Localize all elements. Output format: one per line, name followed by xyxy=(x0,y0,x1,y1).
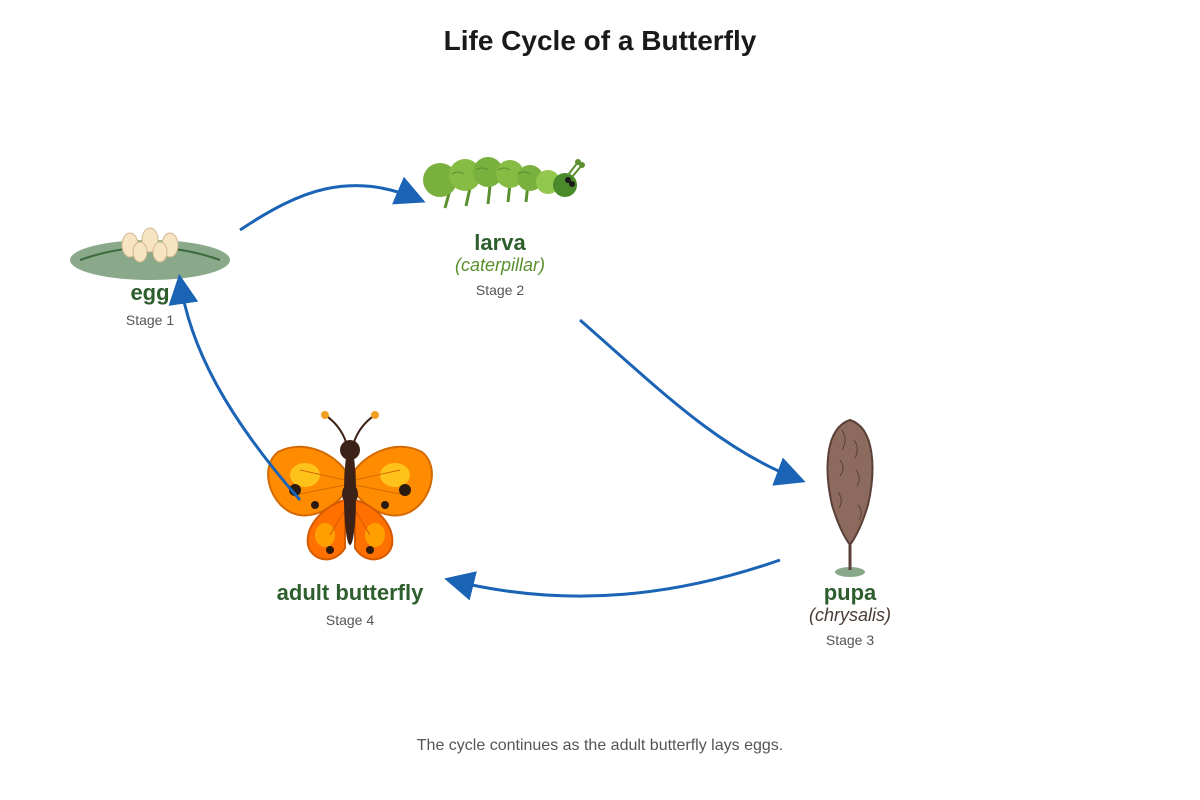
adult-label: adult butterfly xyxy=(277,580,424,605)
chrysalis-icon xyxy=(826,418,874,577)
caterpillar-icon xyxy=(423,157,585,209)
larva-label: larva xyxy=(474,230,526,255)
butterfly-icon xyxy=(267,411,433,561)
page-title: Life Cycle of a Butterfly xyxy=(444,25,757,56)
larva-stage-number: Stage 2 xyxy=(476,282,524,298)
pupa-label: pupa xyxy=(824,580,877,605)
larva-sublabel: (caterpillar) xyxy=(455,255,545,275)
pupa-sublabel: (chrysalis) xyxy=(809,605,891,625)
pupa-stage-number: Stage 3 xyxy=(826,632,874,648)
arrow-pupa-to-adult xyxy=(444,558,781,601)
adult-stage-number: Stage 4 xyxy=(326,612,374,628)
arrow-egg-to-larva xyxy=(239,176,426,232)
egg-label: egg xyxy=(130,280,169,305)
egg-cluster-icon xyxy=(70,227,230,280)
arrow-adult-to-egg xyxy=(168,274,302,501)
cycle-caption: The cycle continues as the adult butterf… xyxy=(417,737,783,754)
arrow-larva-to-pupa xyxy=(579,318,806,486)
egg-stage-number: Stage 1 xyxy=(126,312,174,328)
